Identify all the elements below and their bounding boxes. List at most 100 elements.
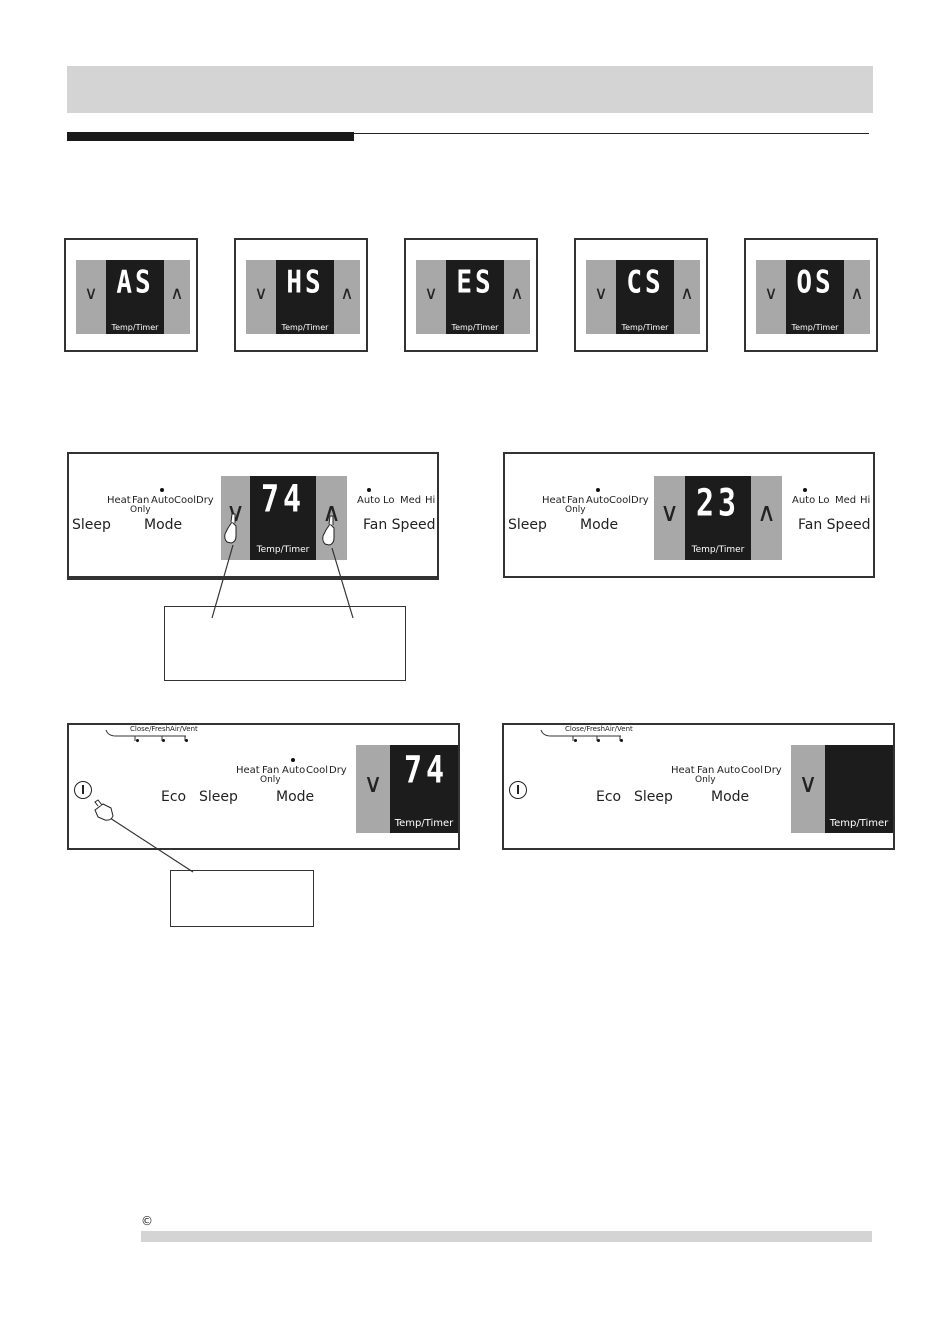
mode-heat: Heat: [236, 765, 260, 776]
mini-down-button[interactable]: ∨: [764, 283, 778, 304]
speed-hi: Hi: [425, 495, 436, 506]
sleep-button[interactable]: Sleep: [634, 789, 673, 805]
pointing-hand-icon: [224, 513, 237, 544]
mode-heat: Heat: [671, 765, 695, 776]
callout-box-power: [170, 870, 314, 927]
vent-dot-freshair: [162, 739, 165, 742]
mode-fan-only: Only: [695, 775, 716, 785]
mini-up-button[interactable]: ∧: [850, 283, 864, 304]
mini-down-button[interactable]: ∨: [424, 283, 438, 304]
vent-dot-freshair: [597, 739, 600, 742]
mode-cool: Cool: [306, 765, 328, 776]
speed-indicator-dot: [367, 488, 371, 492]
sleep-button[interactable]: Sleep: [72, 517, 111, 533]
mode-code: ES: [456, 265, 494, 301]
temp-down-button[interactable]: ∨: [798, 769, 818, 799]
mini-display-screen: AS Temp/Timer: [106, 260, 164, 334]
temp-down-button[interactable]: ∨: [659, 498, 680, 528]
vent-bracket: [540, 729, 621, 737]
mode-dry: Dry: [329, 765, 347, 776]
fan-speed-button[interactable]: Fan Speed: [363, 517, 436, 533]
mode-auto: Auto: [282, 765, 306, 776]
sleep-button[interactable]: Sleep: [508, 517, 547, 533]
display-digits: 23: [695, 481, 741, 526]
power-icon[interactable]: [74, 781, 92, 799]
vent-dot-close: [574, 739, 577, 742]
mode-heat: Heat: [107, 495, 131, 506]
section-rule-thick: [67, 132, 354, 141]
mode-code: AS: [116, 265, 154, 301]
mode-heat: Heat: [542, 495, 566, 506]
header-bar: [67, 66, 873, 113]
temp-timer-label: Temp/Timer: [829, 818, 889, 829]
vent-dot-vent: [620, 739, 623, 742]
mode-button[interactable]: Mode: [711, 789, 750, 805]
mode-code-panel: ∨ AS Temp/Timer ∧: [64, 238, 198, 352]
leader-line-power: [109, 817, 194, 873]
mode-fan: Fan: [132, 495, 150, 506]
mode-indicator-dot: [160, 488, 164, 492]
speed-med: Med: [400, 495, 422, 506]
mode-dry: Dry: [196, 495, 214, 506]
sleep-button[interactable]: Sleep: [199, 789, 238, 805]
speed-indicator-dot: [803, 488, 807, 492]
eco-button[interactable]: Eco: [596, 789, 622, 805]
temp-timer-label: Temp/Timer: [281, 323, 329, 332]
mode-fan-only: Only: [260, 775, 281, 785]
display-screen: [250, 476, 316, 560]
display-digits: 74: [403, 748, 449, 793]
mode-code: CS: [626, 265, 664, 301]
mode-dry: Dry: [764, 765, 782, 776]
mode-auto: Auto: [586, 495, 610, 506]
temp-down-button[interactable]: ∨: [363, 769, 383, 799]
mini-up-button[interactable]: ∧: [170, 283, 184, 304]
leader-line-up: [331, 547, 354, 619]
mode-button[interactable]: Mode: [580, 517, 619, 533]
mode-dry: Dry: [631, 495, 649, 506]
mode-button[interactable]: Mode: [276, 789, 315, 805]
temp-up-button[interactable]: ∧: [321, 498, 342, 528]
mode-cool: Cool: [609, 495, 631, 506]
vent-bracket: [105, 729, 186, 737]
eco-button[interactable]: Eco: [161, 789, 187, 805]
mini-down-button[interactable]: ∨: [254, 283, 268, 304]
pointing-hand-icon: [322, 515, 335, 546]
mode-button[interactable]: Mode: [144, 517, 183, 533]
temp-timer-label: Temp/Timer: [256, 545, 310, 555]
temp-timer-label: Temp/Timer: [111, 323, 159, 332]
control-panel-c: Close/FreshAir/Vent Heat Fan Auto Cool D…: [67, 723, 460, 850]
display-digits: 74: [260, 477, 306, 522]
mode-code: OS: [796, 265, 834, 301]
mini-down-button[interactable]: ∨: [594, 283, 608, 304]
vent-dot-close: [136, 739, 139, 742]
pointing-hand-icon: [94, 799, 114, 821]
fan-speed-button[interactable]: Fan Speed: [798, 517, 871, 533]
vent-dot-vent: [185, 739, 188, 742]
mini-control-block: ∨ CS Temp/Timer ∧: [586, 260, 700, 334]
temp-timer-label: Temp/Timer: [621, 323, 669, 332]
mini-down-button[interactable]: ∨: [84, 283, 98, 304]
speed-hi: Hi: [860, 495, 871, 506]
mode-auto: Auto: [717, 765, 741, 776]
temp-timer-label: Temp/Timer: [394, 818, 454, 829]
speed-lo: Lo: [383, 495, 395, 506]
display-screen: [825, 745, 893, 833]
mini-up-button[interactable]: ∧: [510, 283, 524, 304]
speed-lo: Lo: [818, 495, 830, 506]
mode-fan-only: Only: [130, 505, 151, 515]
mini-control-block: ∨ AS Temp/Timer ∧: [76, 260, 190, 334]
temp-up-button[interactable]: ∧: [756, 498, 777, 528]
power-icon[interactable]: [509, 781, 527, 799]
mode-indicator-dot: [596, 488, 600, 492]
mini-up-button[interactable]: ∧: [340, 283, 354, 304]
mini-up-button[interactable]: ∧: [680, 283, 694, 304]
